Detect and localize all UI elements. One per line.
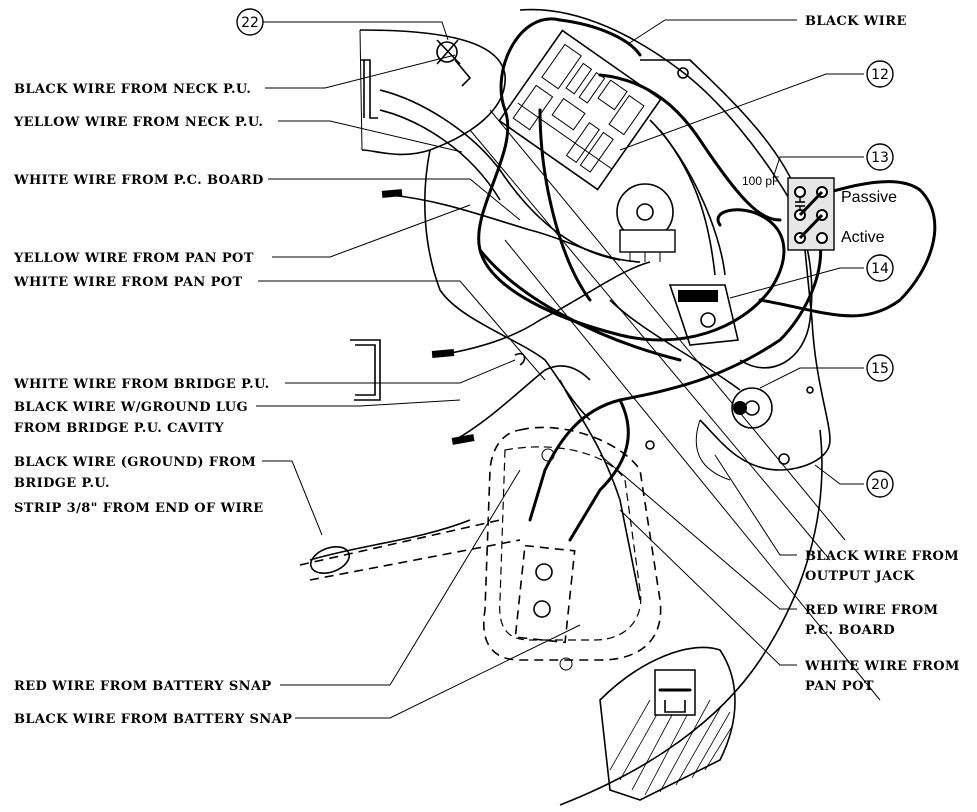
left-brackets <box>350 59 381 401</box>
svg-text:12: 12 <box>871 67 889 83</box>
svg-text:20: 20 <box>871 477 889 493</box>
label-black-wire: BLACK WIRE <box>805 14 907 29</box>
svg-text:15: 15 <box>871 361 889 377</box>
callout-13: 13 <box>866 143 894 171</box>
wire-ends <box>381 189 475 445</box>
tone-block <box>668 284 739 346</box>
svg-text:13: 13 <box>871 150 889 166</box>
label-black-wire-battery: BLACK WIRE FROM BATTERY SNAP <box>14 712 292 727</box>
label-white-wire-bridge: WHITE WIRE FROM BRIDGE P.U. <box>13 377 270 392</box>
callout-15: 15 <box>866 354 894 382</box>
leader-lines <box>256 19 864 719</box>
label-pc-board: P.C. BOARD <box>805 623 895 638</box>
label-yellow-wire-neck: YELLOW WIRE FROM NECK P.U. <box>13 115 263 130</box>
neck-pickup-part <box>436 39 472 87</box>
svg-text:22: 22 <box>241 15 259 31</box>
callout-12: 12 <box>866 60 894 88</box>
output-jack-area <box>599 646 736 801</box>
label-white-wire-pan-right: WHITE WIRE FROM <box>804 659 960 674</box>
svg-text:14: 14 <box>871 261 889 277</box>
pc-board <box>498 29 662 191</box>
label-black-wire-ground: BLACK WIRE (GROUND) FROM <box>14 455 256 470</box>
label-red-wire-pcb: RED WIRE FROM <box>805 603 938 618</box>
passive-active-switch <box>787 177 835 251</box>
label-yellow-wire-pan: YELLOW WIRE FROM PAN POT <box>13 251 254 266</box>
active-label: Active <box>841 229 885 246</box>
label-black-wire-neck: BLACK WIRE FROM NECK P.U. <box>14 82 251 97</box>
output-jack <box>731 387 773 429</box>
label-red-wire-battery: RED WIRE FROM BATTERY SNAP <box>14 679 272 694</box>
label-black-wire-ground-lug: BLACK WIRE W/GROUND LUG <box>14 400 248 415</box>
callout-22: 22 <box>236 8 264 36</box>
label-black-wire-output: BLACK WIRE FROM <box>805 549 959 564</box>
label-bridge-pu: BRIDGE P.U. <box>14 476 110 491</box>
label-bridge-cavity: FROM BRIDGE P.U. CAVITY <box>14 421 224 436</box>
label-output-jack: OUTPUT JACK <box>805 569 915 584</box>
label-strip-note: STRIP 3/8" FROM END OF WIRE <box>14 501 264 516</box>
bridge-cavity-dashed <box>299 426 662 671</box>
passive-label: Passive <box>841 189 897 206</box>
callout-14: 14 <box>866 254 894 282</box>
wires <box>309 17 937 601</box>
label-white-wire-pcb: WHITE WIRE FROM P.C. BOARD <box>13 173 264 188</box>
label-pan-pot-right: PAN POT <box>805 679 874 694</box>
pan-pot <box>616 183 676 262</box>
capacitor-label: 100 pF <box>742 174 779 188</box>
label-white-wire-pan: WHITE WIRE FROM PAN POT <box>13 275 243 290</box>
callout-20: 20 <box>866 470 894 498</box>
